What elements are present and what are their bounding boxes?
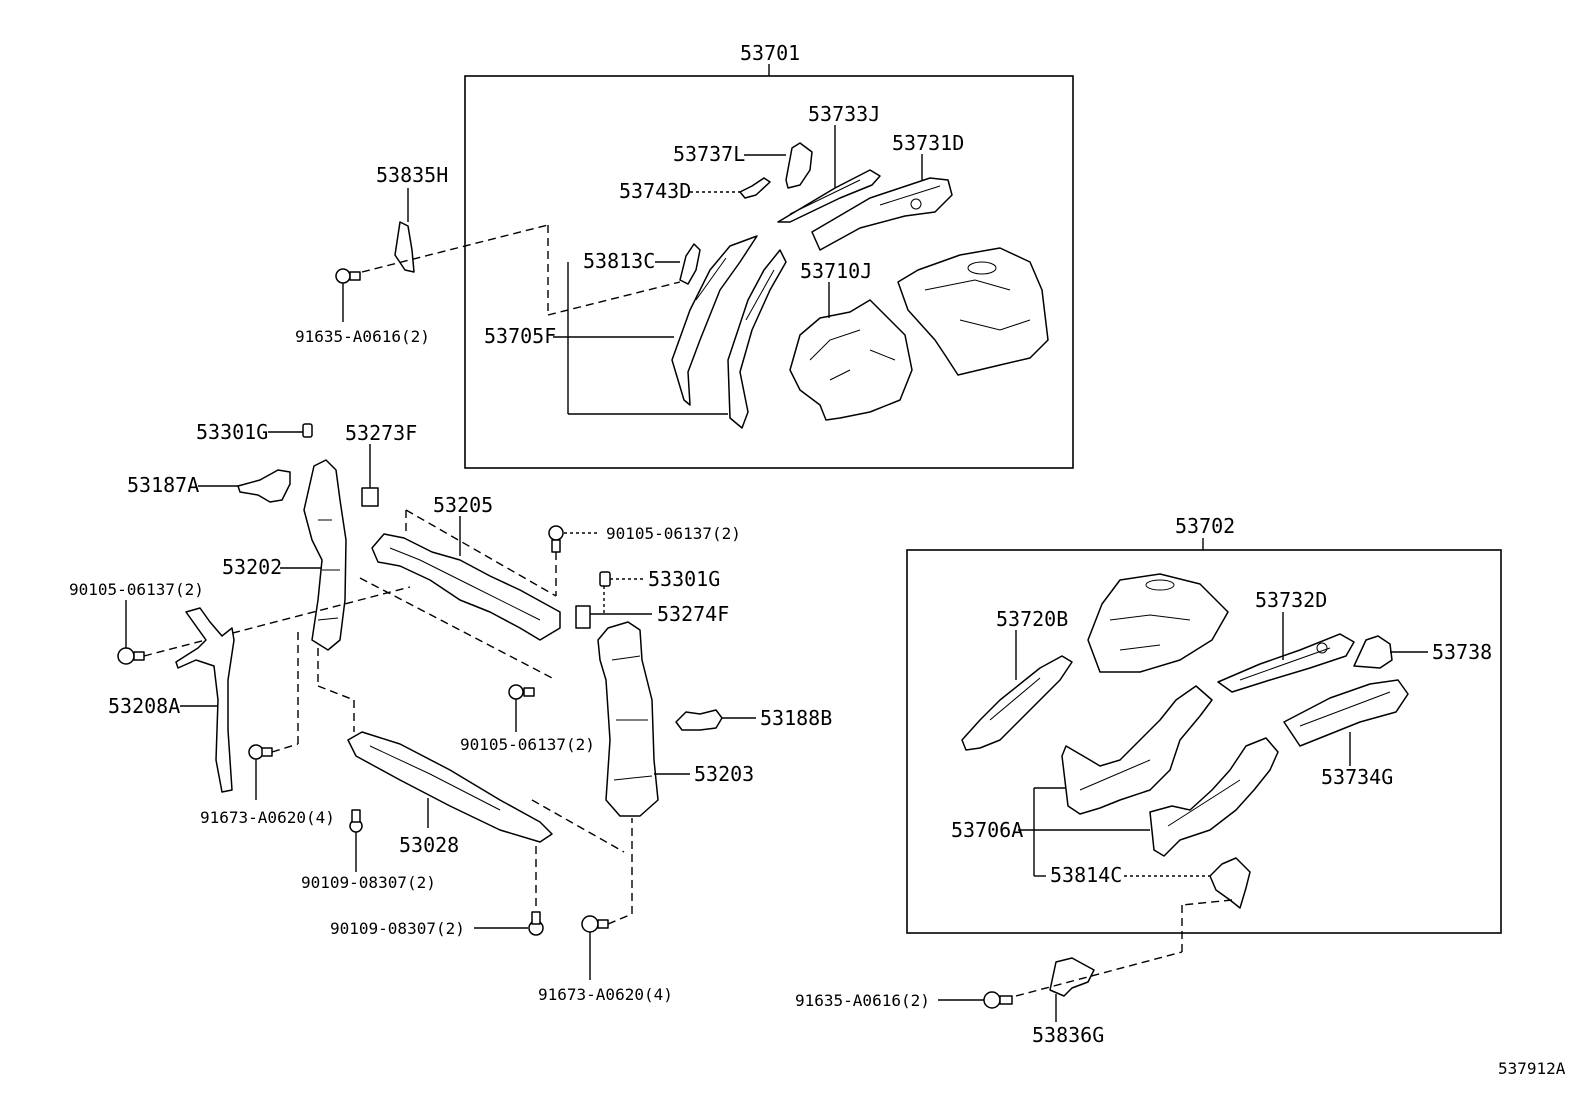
label-90109-bottom[interactable]: 90109-08307(2) <box>330 919 465 938</box>
part-53734G[interactable]: 53734G <box>1283 679 1409 789</box>
label-53733J[interactable]: 53733J <box>808 102 880 126</box>
label-53710J[interactable]: 53710J <box>800 259 872 283</box>
part-53743D[interactable]: 53743D <box>619 177 771 203</box>
part-53813C[interactable]: 53813C <box>547 243 701 316</box>
part-53732D[interactable]: 53732D <box>1217 588 1355 693</box>
label-53732D[interactable]: 53732D <box>1255 588 1327 612</box>
apron-panel-upper <box>897 247 1049 376</box>
label-53738[interactable]: 53738 <box>1432 640 1492 664</box>
apron-panel-lower <box>1087 573 1229 673</box>
bolt-91673-bottom[interactable]: 91673-A0620(4) <box>538 818 673 1004</box>
label-91673-bottom[interactable]: 91673-A0620(4) <box>538 985 673 1004</box>
label-53835H[interactable]: 53835H <box>376 163 448 187</box>
label-91635-lower[interactable]: 91635-A0616(2) <box>795 991 930 1010</box>
part-53710J[interactable]: 53710J <box>789 259 913 421</box>
part-53187A[interactable]: 53187A <box>127 469 291 503</box>
label-90105-left[interactable]: 90105-06137(2) <box>69 580 204 599</box>
label-53188B[interactable]: 53188B <box>760 706 832 730</box>
bolt-91673-left[interactable]: 91673-A0620(4) <box>200 632 335 827</box>
bolt-90109-bottom[interactable]: 90109-08307(2) <box>330 846 544 938</box>
part-53720B[interactable]: 53720B <box>961 607 1073 751</box>
label-90109-left[interactable]: 90109-08307(2) <box>301 873 436 892</box>
lower-assembly-group: 53702 53720B 53732D 53738 <box>906 514 1502 952</box>
label-53187A[interactable]: 53187A <box>127 473 199 497</box>
diagram-reference-id: 537912A <box>1498 1059 1566 1078</box>
label-53205[interactable]: 53205 <box>433 493 493 517</box>
label-90105-top[interactable]: 90105-06137(2) <box>606 524 741 543</box>
part-53836G[interactable]: 53836G <box>1015 951 1183 1047</box>
label-53301G-left[interactable]: 53301G <box>196 420 268 444</box>
part-53737L[interactable]: 53737L <box>673 142 813 189</box>
upper-assembly-group: 53701 53733J 53737L 53743D 53731D <box>464 41 1074 469</box>
label-53028[interactable]: 53028 <box>399 833 459 857</box>
part-53705F[interactable]: 53705F <box>484 235 787 429</box>
label-53705F[interactable]: 53705F <box>484 324 556 348</box>
part-53706A[interactable]: 53706A <box>951 685 1279 876</box>
label-53743D[interactable]: 53743D <box>619 179 691 203</box>
part-53273F[interactable]: 53273F <box>345 421 417 507</box>
label-53737L[interactable]: 53737L <box>673 142 745 166</box>
upper-assembly-number[interactable]: 53701 <box>740 41 800 65</box>
part-53202[interactable]: 53202 <box>222 459 347 651</box>
label-53813C[interactable]: 53813C <box>583 249 655 273</box>
label-53273F[interactable]: 53273F <box>345 421 417 445</box>
part-53301G-left[interactable]: 53301G <box>196 420 313 444</box>
label-90105-middle[interactable]: 90105-06137(2) <box>460 735 595 754</box>
label-53720B[interactable]: 53720B <box>996 607 1068 631</box>
label-91673-left[interactable]: 91673-A0620(4) <box>200 808 335 827</box>
label-53814C[interactable]: 53814C <box>1050 863 1122 887</box>
label-53836G[interactable]: 53836G <box>1032 1023 1104 1047</box>
bolt-90105-middle[interactable]: 90105-06137(2) <box>460 684 595 754</box>
label-53202[interactable]: 53202 <box>222 555 282 579</box>
lower-assembly-number[interactable]: 53702 <box>1175 514 1235 538</box>
part-53188B[interactable]: 53188B <box>675 706 832 731</box>
bolt-91635-lower[interactable]: 91635-A0616(2) <box>795 991 1013 1010</box>
label-53301G-right[interactable]: 53301G <box>648 567 720 591</box>
label-91635-upper[interactable]: 91635-A0616(2) <box>295 327 430 346</box>
part-53208A[interactable]: 53208A <box>108 607 235 793</box>
label-53208A[interactable]: 53208A <box>108 694 180 718</box>
bolt-icon <box>335 268 351 284</box>
bolt-91635-upper[interactable]: 91635-A0616(2) <box>295 268 430 346</box>
part-53301G-right[interactable]: 53301G <box>599 567 720 616</box>
part-53028[interactable]: 53028 <box>317 648 625 857</box>
label-53731D[interactable]: 53731D <box>892 131 964 155</box>
lower-assembly-box <box>906 549 1502 934</box>
part-53731D[interactable]: 53731D <box>811 131 964 251</box>
bolt-90105-left[interactable]: 90105-06137(2) <box>69 580 411 665</box>
part-53738[interactable]: 53738 <box>1353 635 1492 669</box>
bolt-90109-left[interactable]: 90109-08307(2) <box>301 809 436 892</box>
label-53203[interactable]: 53203 <box>694 762 754 786</box>
part-53274F[interactable]: 53274F <box>575 602 729 629</box>
bolt-90105-top[interactable]: 90105-06137(2) <box>548 524 741 596</box>
part-53835H[interactable]: 53835H <box>361 163 549 315</box>
part-53814C[interactable]: 53814C <box>1034 857 1251 952</box>
label-53734G[interactable]: 53734G <box>1321 765 1393 789</box>
label-53706A[interactable]: 53706A <box>951 818 1023 842</box>
label-53274F[interactable]: 53274F <box>657 602 729 626</box>
part-53733J[interactable]: 53733J <box>777 102 881 223</box>
part-53203[interactable]: 53203 <box>597 621 754 817</box>
part-53205[interactable]: 53205 <box>359 493 561 681</box>
